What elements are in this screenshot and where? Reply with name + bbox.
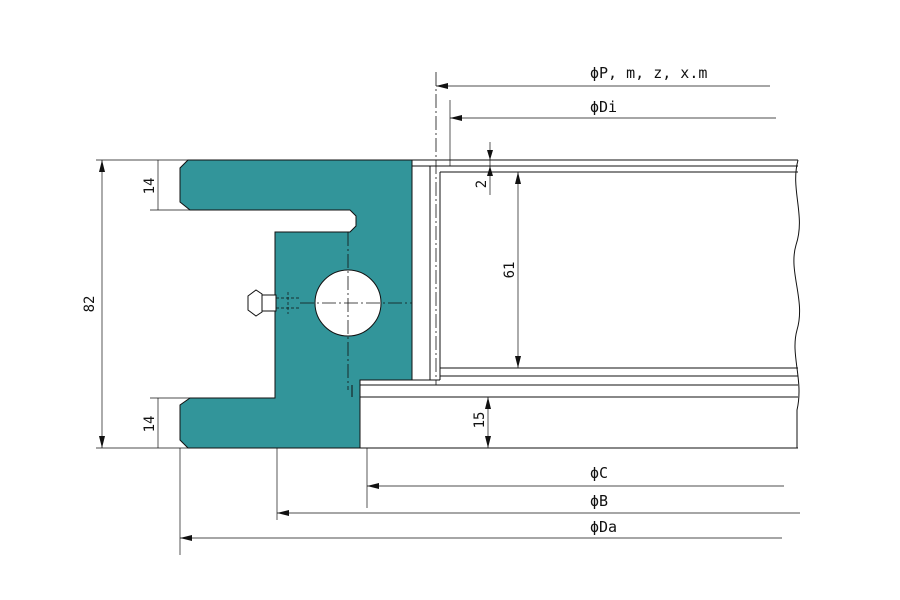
label-bottom-flange: 14 xyxy=(142,416,158,433)
dim-gear-height: 61 xyxy=(502,172,521,368)
dim-lower-offset: 15 xyxy=(472,397,491,448)
ball-bearing-icon xyxy=(300,232,412,390)
label-inner-diameter: ϕDi xyxy=(590,98,617,116)
label-bolt-b: ϕB xyxy=(590,492,608,510)
label-gap: 2 xyxy=(474,180,490,188)
label-top-flange: 14 xyxy=(142,178,158,195)
gear-body xyxy=(351,159,801,449)
dim-total-height: 82 xyxy=(82,159,188,449)
dim-bolt-b: ϕB xyxy=(276,448,800,520)
dim-bore-c: ϕC xyxy=(366,448,784,508)
label-bore-c: ϕC xyxy=(590,464,608,482)
dim-pitch: ϕP, m, z, x.m xyxy=(436,64,770,89)
dim-gap: 2 xyxy=(474,142,493,195)
label-total-height: 82 xyxy=(82,296,98,313)
label-gear-height: 61 xyxy=(502,262,518,279)
label-pitch: ϕP, m, z, x.m xyxy=(590,64,707,82)
dim-bottom-flange: 14 xyxy=(142,397,190,448)
label-outer-diameter: ϕDa xyxy=(590,518,617,536)
dim-inner-diameter: ϕDi xyxy=(449,98,776,166)
grease-nipple-icon xyxy=(247,289,300,317)
dim-top-flange: 14 xyxy=(142,160,190,211)
label-lower-offset: 15 xyxy=(472,412,488,429)
dim-outer-diameter: ϕDa xyxy=(179,448,782,555)
